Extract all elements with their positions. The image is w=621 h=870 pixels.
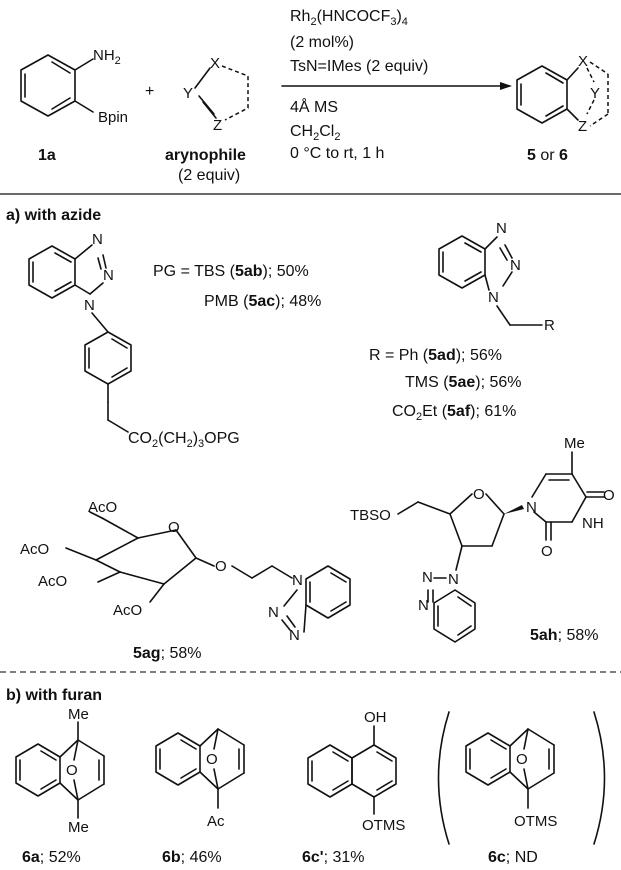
entry-5ad: R = Ph (5ad); 56%	[369, 347, 502, 364]
catalyst-loading: (2 mol%)	[290, 34, 354, 51]
temperature-text: 0 °C to rt, 1 h	[290, 145, 384, 162]
svg-text:Y: Y	[183, 85, 193, 102]
nh2-label: NH2	[93, 47, 121, 67]
entry-5ab: PG = TBS (5ab); 50%	[153, 263, 309, 280]
svg-text:X: X	[210, 55, 220, 72]
svg-text:O: O	[206, 751, 218, 768]
svg-text:N: N	[84, 297, 95, 314]
svg-text:OH: OH	[364, 709, 387, 726]
arynophile-label: arynophile	[165, 147, 246, 164]
svg-text:AcO: AcO	[20, 541, 49, 558]
svg-text:Me: Me	[68, 819, 89, 836]
svg-text:O: O	[516, 751, 528, 768]
svg-text:N: N	[448, 571, 459, 588]
svg-text:N: N	[488, 289, 499, 306]
svg-text:N: N	[92, 231, 103, 248]
sieves-text: 4Å MS	[290, 97, 338, 116]
svg-text:NH: NH	[582, 515, 604, 532]
compound-6a-structure: O Me Me	[15, 706, 105, 836]
compound-6b-structure: O Ac	[155, 728, 245, 830]
svg-text:N: N	[103, 267, 114, 284]
product-structure: X Y Z	[516, 53, 609, 135]
svg-text:N: N	[526, 499, 537, 516]
benzotriazole-alkyl-structure: N N N R	[438, 220, 555, 334]
bpin-label: Bpin	[98, 109, 128, 126]
svg-text:O: O	[66, 762, 78, 779]
svg-text:N: N	[292, 572, 303, 589]
nucleoside-structure: TBSO O N Me O NH O N N N	[350, 435, 615, 643]
entry-6a: 6a; 52%	[22, 849, 81, 866]
svg-text:Z: Z	[578, 118, 587, 135]
svg-text:R: R	[544, 317, 555, 334]
ester-group: CO2(CH2)3OPG	[128, 430, 240, 450]
svg-text:N: N	[418, 597, 429, 614]
reactant-1a-structure: NH2 Bpin	[20, 47, 128, 126]
entry-5ag: 5ag; 58%	[133, 645, 202, 662]
svg-text:O: O	[215, 558, 227, 575]
product-label: 5 or 6	[527, 147, 568, 164]
svg-text:OTMS: OTMS	[362, 817, 405, 834]
catalyst-text: Rh2(HNCOCF3)4	[290, 8, 408, 28]
svg-text:Me: Me	[68, 706, 89, 723]
compound-6c-structure: O OTMS	[437, 711, 606, 845]
benzotriazole-aryl-structure: N N N CO2(CH2)3OPG	[28, 231, 240, 450]
svg-text:O: O	[473, 486, 485, 503]
svg-text:N: N	[422, 569, 433, 586]
svg-text:X: X	[578, 53, 588, 70]
arynophile-structure: X Y Z	[183, 55, 249, 134]
svg-text:N: N	[510, 257, 521, 274]
entry-5ae: TMS (5ae); 56%	[405, 374, 522, 391]
compound-6c-prime-structure: OH OTMS	[307, 709, 405, 834]
solvent-text: CH2Cl2	[290, 123, 340, 143]
entry-6b: 6b; 46%	[162, 849, 222, 866]
reactant-label: 1a	[38, 147, 56, 164]
entry-5ac: PMB (5ac); 48%	[204, 293, 321, 310]
svg-text:AcO: AcO	[88, 499, 117, 516]
plus-sign: +	[145, 83, 154, 100]
svg-text:Ac: Ac	[207, 813, 225, 830]
svg-text:Y: Y	[590, 85, 600, 102]
svg-text:O: O	[541, 543, 553, 560]
entry-6c: 6c; ND	[488, 849, 538, 866]
svg-text:O: O	[168, 519, 180, 536]
svg-text:N: N	[289, 627, 300, 644]
entry-5ah: 5ah; 58%	[530, 627, 599, 644]
svg-text:Z: Z	[213, 117, 222, 134]
arynophile-equiv: (2 equiv)	[178, 167, 240, 184]
svg-text:O: O	[603, 487, 615, 504]
section-a-title: a) with azide	[6, 207, 101, 224]
glycoside-structure: AcO AcO AcO AcO O O N N N	[20, 499, 351, 644]
oxidant-text: TsN=IMes (2 equiv)	[290, 58, 428, 75]
svg-text:Me: Me	[564, 435, 585, 452]
entry-6c-prime: 6c'; 31%	[302, 849, 365, 866]
svg-text:N: N	[268, 604, 279, 621]
section-b-title: b) with furan	[6, 687, 102, 704]
svg-text:AcO: AcO	[113, 602, 142, 619]
svg-text:N: N	[496, 220, 507, 237]
svg-text:OTMS: OTMS	[514, 813, 557, 830]
svg-text:AcO: AcO	[38, 573, 67, 590]
svg-text:TBSO: TBSO	[350, 507, 391, 524]
entry-5af: CO2Et (5af); 61%	[392, 403, 516, 423]
